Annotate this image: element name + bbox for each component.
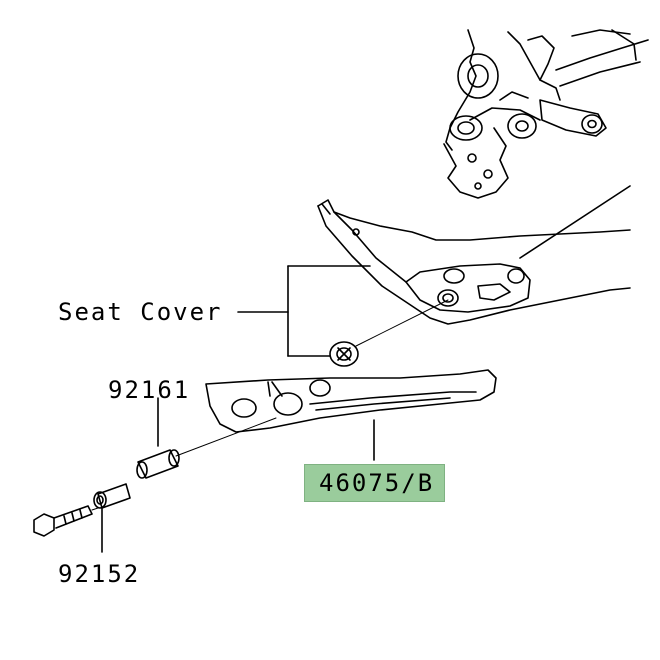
part-number-92161: 92161 <box>108 376 191 404</box>
seat-cover-callout <box>237 265 371 357</box>
frame-assembly <box>443 29 649 199</box>
spacer-92152 <box>93 483 131 553</box>
part-number-92152: 92152 <box>58 560 141 588</box>
part-number-46075b[interactable]: 46075/B <box>304 464 446 502</box>
bolt <box>33 505 99 537</box>
grommet <box>329 299 449 367</box>
seat-cover-label: Seat Cover <box>58 298 223 326</box>
seat-cover-panel <box>317 185 631 325</box>
side-panel-46075b <box>205 369 497 461</box>
collar-92161 <box>136 397 277 479</box>
